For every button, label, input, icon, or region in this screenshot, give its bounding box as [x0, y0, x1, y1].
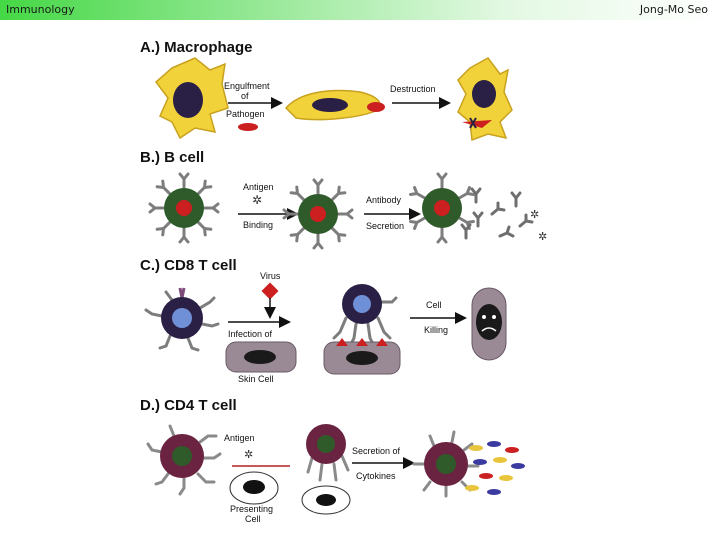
- engulf-label-1: Engulfment: [224, 81, 270, 91]
- antigen-icon: ✲: [252, 193, 262, 207]
- secreted-antibodies: [460, 187, 534, 240]
- slide-header: Immunology Jong-Mo Seo: [0, 0, 720, 20]
- infection-label: Infection of: [228, 329, 273, 339]
- macrophage-engulfing: [284, 89, 385, 121]
- virus-icon: [261, 282, 279, 300]
- b-cell-1: [148, 172, 220, 244]
- cytokine-pellets: [465, 441, 525, 495]
- b-cell-3: [409, 172, 475, 244]
- cytokines-label: Cytokines: [356, 471, 396, 481]
- macrophage-destroying: [457, 57, 513, 142]
- panel-a-title: A.) Macrophage: [140, 39, 253, 56]
- pathogen-icon: [238, 123, 258, 131]
- macrophage-cell: [154, 57, 229, 140]
- secretion-label-d: Secretion of: [352, 446, 401, 456]
- skin-cell-label: Skin Cell: [238, 374, 274, 384]
- destruction-label: Destruction: [390, 84, 436, 94]
- header-author: Jong-Mo Seo: [639, 3, 708, 16]
- secretion-label-b: Secretion: [366, 221, 404, 231]
- antigen-icon-d: ✲: [244, 448, 253, 461]
- antigen-label-b: Antigen: [243, 182, 274, 192]
- cd4-t-cell-activated: [412, 430, 480, 498]
- presenting-label-2: Cell: [245, 514, 261, 524]
- skin-cell: [225, 341, 297, 373]
- cd8-t-cell: [144, 287, 220, 352]
- b-cell-2: [282, 178, 354, 250]
- antigen-icon-b2: ✲: [530, 208, 539, 221]
- engulf-label-3: Pathogen: [226, 109, 265, 119]
- antigen-label-d: Antigen: [224, 433, 255, 443]
- cell-label: Cell: [426, 300, 442, 310]
- presenting-label-1: Presenting: [230, 504, 273, 514]
- panel-d-title: D.) CD4 T cell: [140, 397, 237, 414]
- header-course-title: Immunology: [6, 3, 75, 16]
- antigen-icon-b3: ✲: [538, 230, 547, 243]
- cd8-t-cell-bound: [323, 284, 401, 375]
- cd4-t-cell-bound: [301, 424, 351, 515]
- antigen-presenting-cell: [229, 471, 279, 505]
- dying-cell: [471, 287, 507, 361]
- killing-label: Killing: [424, 325, 448, 335]
- macrophage-nucleus: [173, 82, 203, 118]
- engulf-label-2: of: [241, 91, 249, 101]
- panel-b-title: B.) B cell: [140, 149, 204, 166]
- panel-c-title: C.) CD8 T cell: [140, 257, 237, 274]
- binding-label: Binding: [243, 220, 273, 230]
- antibody-label: Antibody: [366, 195, 402, 205]
- cd4-t-cell: [146, 424, 222, 496]
- virus-label: Virus: [260, 271, 281, 281]
